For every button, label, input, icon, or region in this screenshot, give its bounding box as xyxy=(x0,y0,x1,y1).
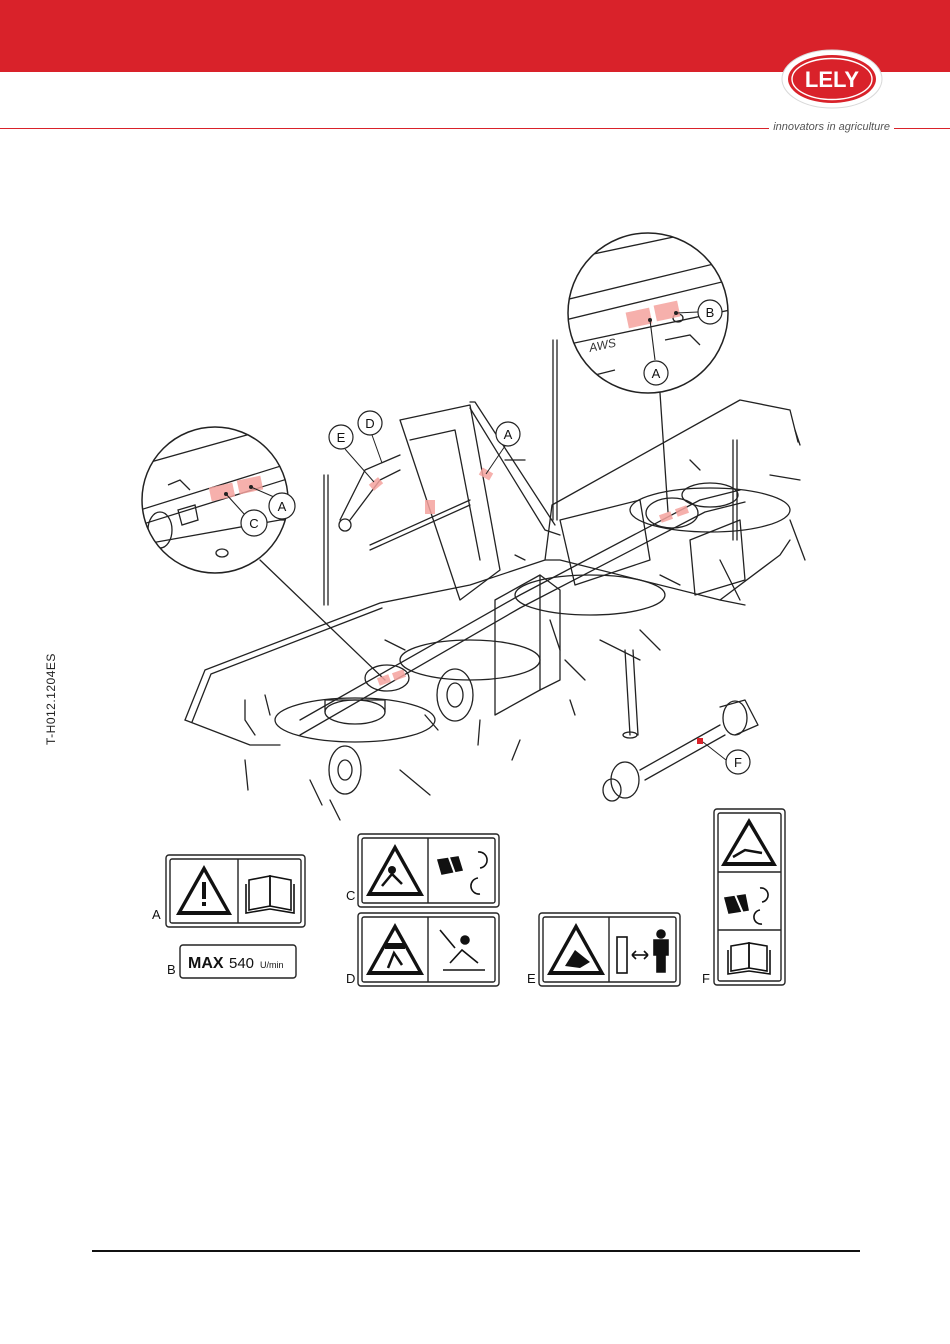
max-unit: U/min xyxy=(260,960,284,970)
footer-rule xyxy=(92,1250,860,1252)
max-value: 540 xyxy=(229,955,254,972)
warning-triangle-icon xyxy=(366,844,424,896)
rotating-hazard-icon xyxy=(438,852,487,894)
legend-e: E xyxy=(527,971,536,986)
warning-triangle-icon xyxy=(721,818,777,866)
manual-book-icon xyxy=(246,876,294,913)
rotating-hazard-icon xyxy=(725,888,768,924)
legend-b: B xyxy=(167,962,176,977)
max-label: MAX xyxy=(188,955,224,972)
warning-triangle-icon xyxy=(547,923,605,975)
warning-triangle-icon xyxy=(366,923,424,975)
legend-a: A xyxy=(152,907,161,922)
manual-book-icon xyxy=(728,943,770,974)
legend-c: C xyxy=(346,888,355,903)
legend-d: D xyxy=(346,971,355,986)
legend-f: F xyxy=(702,971,710,986)
warning-triangle-icon xyxy=(176,865,232,915)
distance-person-icon xyxy=(617,930,668,973)
crush-hazard-icon xyxy=(440,930,485,970)
